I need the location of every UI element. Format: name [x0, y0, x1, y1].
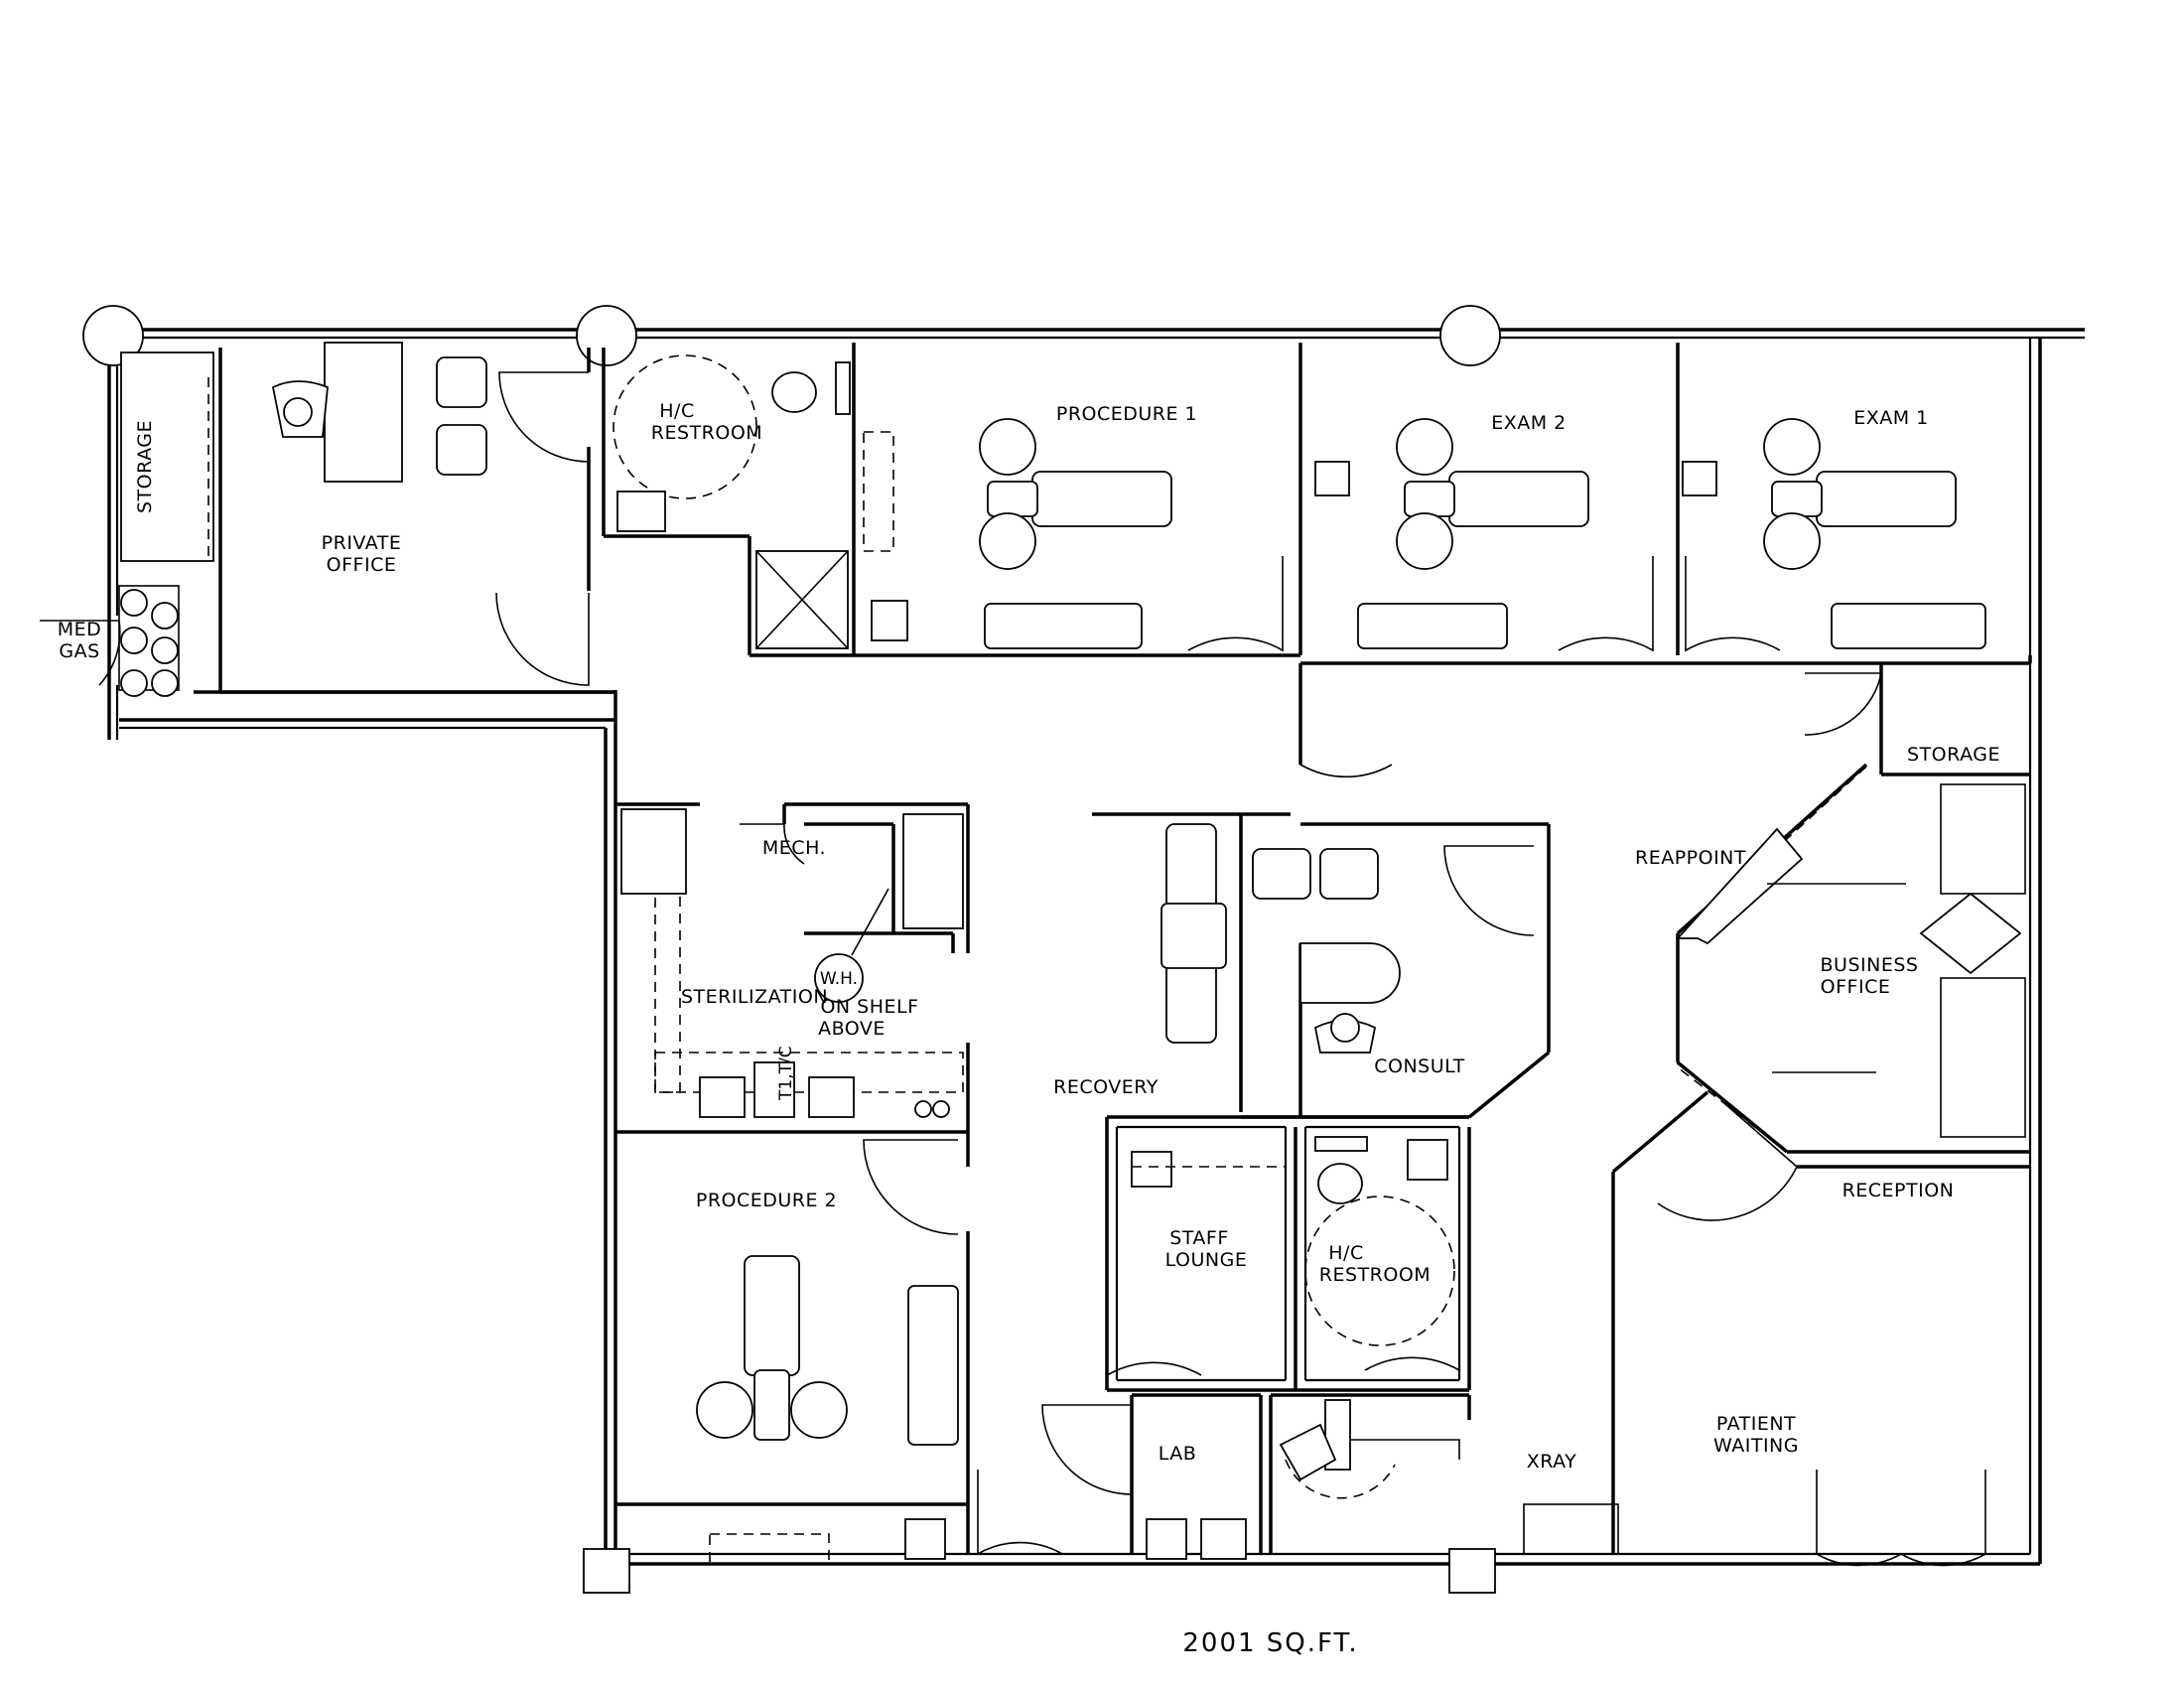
- sink-icon: [1131, 1151, 1172, 1188]
- dental-chair-icon: [1682, 418, 1986, 649]
- door-procedure-2: [863, 1139, 959, 1235]
- label-lab: LAB: [1159, 1443, 1197, 1465]
- dental-chair-icon: [979, 418, 1172, 649]
- label-business-office-2: OFFICE: [1821, 976, 1891, 998]
- label-restroom-bottom-2: RESTROOM: [1319, 1264, 1431, 1286]
- room-labels: STORAGE PRIVATE OFFICE MED GAS H/C RESTR…: [58, 400, 2000, 1473]
- label-recovery: RECOVERY: [1053, 1076, 1159, 1098]
- door-mech: [740, 823, 805, 865]
- toilet-icon: [771, 371, 817, 413]
- toilet-icon: [1317, 1163, 1363, 1204]
- label-restroom-top-2: RESTROOM: [651, 422, 762, 444]
- door-private-office: [498, 371, 590, 463]
- dental-chair-icon: [1314, 418, 1589, 649]
- sink-icon: [871, 600, 908, 641]
- column: [1448, 1548, 1496, 1594]
- column: [82, 305, 144, 366]
- door-patient-waiting: [1816, 1470, 1986, 1567]
- exterior-walls: [82, 305, 2085, 1594]
- label-procedure-2: PROCEDURE 2: [696, 1190, 837, 1211]
- stool-icon: [1146, 1518, 1187, 1560]
- person-at-desk-icon: [1313, 1013, 1377, 1054]
- sink-icon: [808, 1076, 855, 1118]
- sink-icon: [1407, 1139, 1448, 1181]
- door-storage: [1804, 672, 1882, 736]
- door-exam-1: [1685, 556, 1781, 652]
- chair-icon: [1252, 848, 1311, 900]
- dental-chair-icon: [696, 1255, 959, 1446]
- sink-icon: [1314, 461, 1350, 496]
- column: [1439, 305, 1501, 366]
- fixtures: T1,T/C: [118, 342, 2026, 1565]
- interior-walls: [218, 343, 2032, 1554]
- diamond-table: [1919, 892, 2022, 975]
- recovery-chair-icon: [1160, 823, 1227, 1044]
- label-mech: MECH.: [762, 837, 826, 859]
- label-sterilization: STERILIZATION: [681, 986, 828, 1008]
- sink-icon: [1200, 1518, 1247, 1560]
- consult-desk: [1299, 942, 1401, 1004]
- cabinet: [1523, 1503, 1619, 1555]
- column: [583, 1548, 630, 1594]
- chair-icon: [436, 424, 487, 476]
- person-at-desk-icon: [271, 380, 329, 438]
- sink-icon: [699, 1076, 746, 1118]
- chair-icon: [1319, 848, 1379, 900]
- label-storage-left: STORAGE: [134, 420, 156, 513]
- sink-icon: [616, 491, 666, 532]
- chair-icon: [436, 356, 487, 408]
- label-patient-waiting-1: PATIENT: [1716, 1413, 1796, 1435]
- door-restroom-lower: [1364, 1276, 1460, 1372]
- water-heater-icon: [814, 953, 864, 1003]
- door-private-office-lower: [495, 592, 590, 686]
- thermostat-box: [753, 1061, 795, 1118]
- desk: [324, 342, 403, 483]
- label-shelf-note-2: ABOVE: [818, 1018, 886, 1040]
- label-private-office-1: PRIVATE: [322, 532, 402, 554]
- label-storage-right: STORAGE: [1907, 744, 2000, 766]
- label-med-gas-2: GAS: [59, 640, 99, 662]
- door-staff-lounge: [1106, 1281, 1202, 1377]
- label-restroom-bottom-1: H/C: [1328, 1242, 1363, 1264]
- label-xray: XRAY: [1527, 1451, 1577, 1473]
- door-corridor: [1299, 673, 1393, 778]
- reception-counter: [1675, 766, 2026, 1153]
- label-exam-2: EXAM 2: [1491, 412, 1567, 434]
- label-consult: CONSULT: [1374, 1055, 1464, 1077]
- door-reception: [1657, 1103, 1798, 1221]
- label-med-gas-1: MED: [58, 619, 102, 640]
- label-water-heater: W.H.: [820, 969, 858, 989]
- label-exam-1: EXAM 1: [1853, 407, 1929, 429]
- doors: [40, 371, 1986, 1567]
- column: [576, 305, 637, 366]
- xray-machine-icon: [1279, 1399, 1460, 1499]
- door-consult: [1443, 845, 1535, 936]
- thermostat-label: T1,T/C: [776, 1046, 796, 1101]
- sink-icon: [904, 1518, 946, 1560]
- autoclave-icon: [620, 808, 687, 895]
- label-staff-lounge-1: STAFF: [1169, 1227, 1229, 1249]
- label-reception: RECEPTION: [1843, 1180, 1955, 1201]
- label-private-office-2: OFFICE: [327, 554, 397, 576]
- door-lab: [1041, 1404, 1133, 1495]
- door-exam-2: [1558, 556, 1654, 652]
- sink-icon: [1682, 461, 1717, 496]
- label-shelf-note-1: ON SHELF: [820, 996, 918, 1018]
- total-area-label: 2001 SQ.FT.: [1182, 1628, 1358, 1658]
- shelf: [902, 813, 964, 929]
- storage-shelf: [120, 352, 214, 562]
- label-patient-waiting-2: WAITING: [1713, 1435, 1799, 1457]
- gas-cylinders-icon: [118, 585, 180, 697]
- label-business-office-1: BUSINESS: [1821, 954, 1919, 976]
- door-procedure-1: [1187, 556, 1284, 652]
- label-procedure-1: PROCEDURE 1: [1056, 403, 1197, 425]
- label-restroom-top-1: H/C: [659, 400, 694, 422]
- label-reappoint: REAPPOINT: [1635, 847, 1746, 869]
- label-staff-lounge-2: LOUNGE: [1165, 1249, 1248, 1271]
- door-recovery-lower: [977, 1470, 1063, 1556]
